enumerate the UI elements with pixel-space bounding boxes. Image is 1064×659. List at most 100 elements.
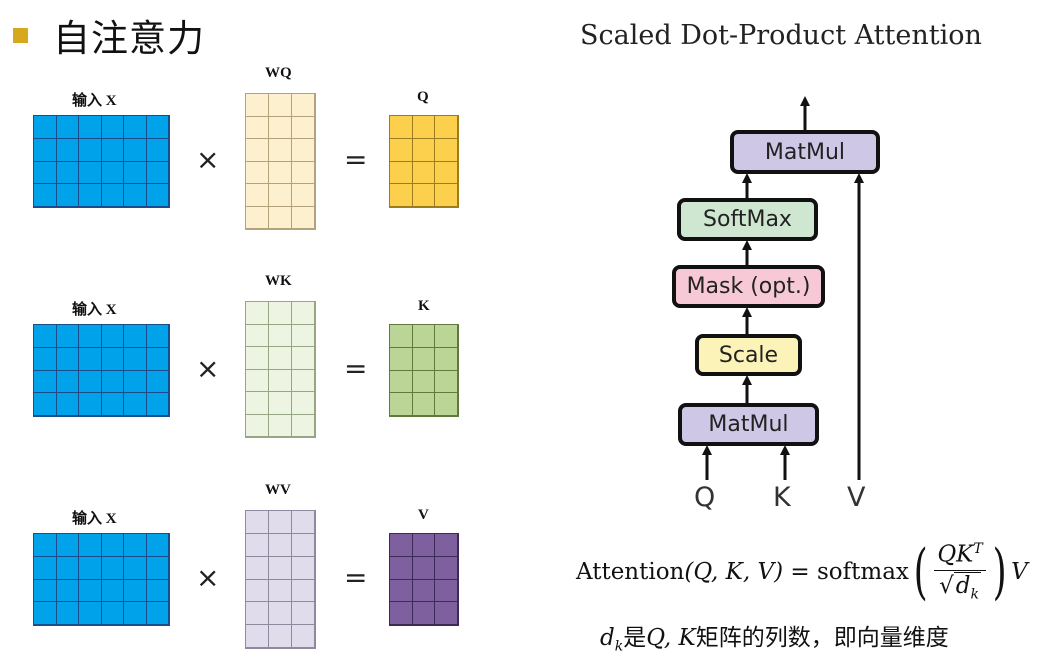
matrix-cell <box>292 94 315 117</box>
wk-label: WK <box>265 273 292 289</box>
matrix-cell <box>435 347 458 371</box>
matrix-cell <box>146 393 169 416</box>
dk-sub: k <box>614 638 624 655</box>
matrix-cell <box>56 138 79 162</box>
matrix-cell <box>101 370 124 394</box>
matrix-cell <box>412 579 436 603</box>
scale-block: Scale <box>695 334 802 376</box>
matrix-cell <box>146 370 169 394</box>
matrix-cell <box>292 602 315 626</box>
formula-lhs-args: (Q, K, V) <box>684 559 784 585</box>
matrix-cell <box>269 206 292 229</box>
matrix-cell <box>101 556 124 580</box>
matrix-cell <box>390 370 413 394</box>
matrix-cell <box>124 370 147 394</box>
matrix-cell <box>79 325 102 348</box>
equals-sign-q: = <box>344 143 368 176</box>
matrix-cell <box>101 325 124 348</box>
matrix-cell <box>269 347 292 370</box>
matrix-cell <box>292 533 315 557</box>
matrix-cell <box>435 556 458 580</box>
wv-label: WV <box>265 482 291 498</box>
matrix-cell <box>56 534 79 557</box>
matrix-cell <box>124 347 147 371</box>
matrix-cell <box>412 556 436 580</box>
matrix-cell <box>292 511 315 534</box>
matrix-cell <box>146 534 169 557</box>
matrix-cell <box>124 325 147 348</box>
matrix-cell <box>269 324 292 347</box>
matrix-cell <box>34 556 57 580</box>
matrix-cell <box>435 184 458 207</box>
wq-matrix <box>245 93 316 230</box>
matrix-cell <box>56 370 79 394</box>
matrix-cell <box>124 138 147 162</box>
formula-equals: = <box>783 559 817 585</box>
matrix-cell <box>390 602 413 625</box>
matrix-cell <box>56 347 79 371</box>
matrix-cell <box>79 602 102 625</box>
matrix-cell <box>292 302 315 325</box>
matrix-cell <box>435 602 458 625</box>
matrix-cell <box>292 625 315 648</box>
matrix-cell <box>101 579 124 603</box>
matmul-bottom-block: MatMul <box>678 403 819 446</box>
matrix-cell <box>269 139 292 162</box>
matrix-cell <box>101 116 124 139</box>
matrix-cell <box>79 579 102 603</box>
matrix-cell <box>34 161 57 185</box>
slide-title: 自注意力 <box>53 17 205 60</box>
matrix-cell <box>292 392 315 415</box>
matrix-cell <box>246 511 269 534</box>
matrix-cell <box>56 116 79 139</box>
matrix-cell <box>292 556 315 580</box>
softmax-block: SoftMax <box>677 198 818 241</box>
matrix-cell <box>269 392 292 415</box>
matrix-cell <box>390 556 413 580</box>
input-x-matrix-k <box>33 324 170 417</box>
matrix-cell <box>269 94 292 117</box>
matrix-cell <box>56 579 79 603</box>
input-x-matrix-v <box>33 533 170 626</box>
matrix-cell <box>101 138 124 162</box>
matrix-cell <box>124 184 147 207</box>
dk-math: Q, K <box>646 625 696 651</box>
matrix-cell <box>412 325 436 348</box>
matrix-cell <box>390 534 413 557</box>
dk-text-1: 是 <box>623 625 647 651</box>
matrix-cell <box>79 556 102 580</box>
matrix-cell <box>246 206 269 229</box>
dk-text-2: 矩阵的列数，即向量维度 <box>695 625 949 651</box>
matrix-cell <box>390 161 413 185</box>
matrix-cell <box>292 369 315 392</box>
matrix-cell <box>390 347 413 371</box>
formula-fraction: QKT √dk <box>934 541 986 603</box>
wv-matrix <box>245 510 316 649</box>
matrix-cell <box>79 138 102 162</box>
matrix-cell <box>101 602 124 625</box>
matrix-cell <box>101 161 124 185</box>
matrix-cell <box>246 579 269 603</box>
matrix-cell <box>124 161 147 185</box>
matrix-cell <box>390 116 413 139</box>
matrix-cell <box>246 116 269 139</box>
matrix-cell <box>246 556 269 580</box>
matrix-cell <box>146 116 169 139</box>
matrix-cell <box>246 602 269 626</box>
matrix-cell <box>435 161 458 185</box>
q-matrix <box>389 115 459 208</box>
matrix-cell <box>79 161 102 185</box>
matrix-cell <box>292 206 315 229</box>
matrix-cell <box>390 138 413 162</box>
matrix-cell <box>269 414 292 437</box>
matrix-cell <box>412 370 436 394</box>
wk-matrix <box>245 301 316 438</box>
input-x-label-q: 输入 X <box>72 93 117 109</box>
matrix-cell <box>246 139 269 162</box>
matrix-cell <box>246 369 269 392</box>
matrix-cell <box>412 161 436 185</box>
equals-sign-k: = <box>344 352 368 385</box>
equals-sign-v: = <box>344 561 368 594</box>
